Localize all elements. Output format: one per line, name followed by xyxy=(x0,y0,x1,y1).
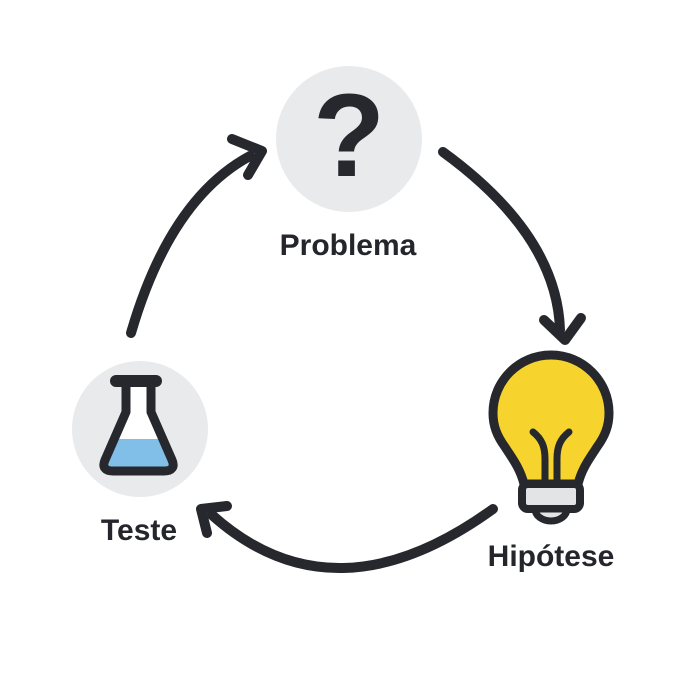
arrow-hipotese-to-teste xyxy=(196,501,498,574)
light-bulb-icon xyxy=(488,350,614,525)
node-label-teste: Teste xyxy=(100,514,178,547)
question-mark-icon: ? xyxy=(312,70,386,202)
node-label-problema: Problema xyxy=(279,229,417,262)
arrow-problema-to-hipotese xyxy=(438,147,586,345)
flask-icon xyxy=(99,375,178,476)
problema-node-circle xyxy=(276,66,422,212)
node-label-hipotese: Hipótese xyxy=(487,540,615,573)
arrow-teste-to-problema xyxy=(126,134,267,338)
